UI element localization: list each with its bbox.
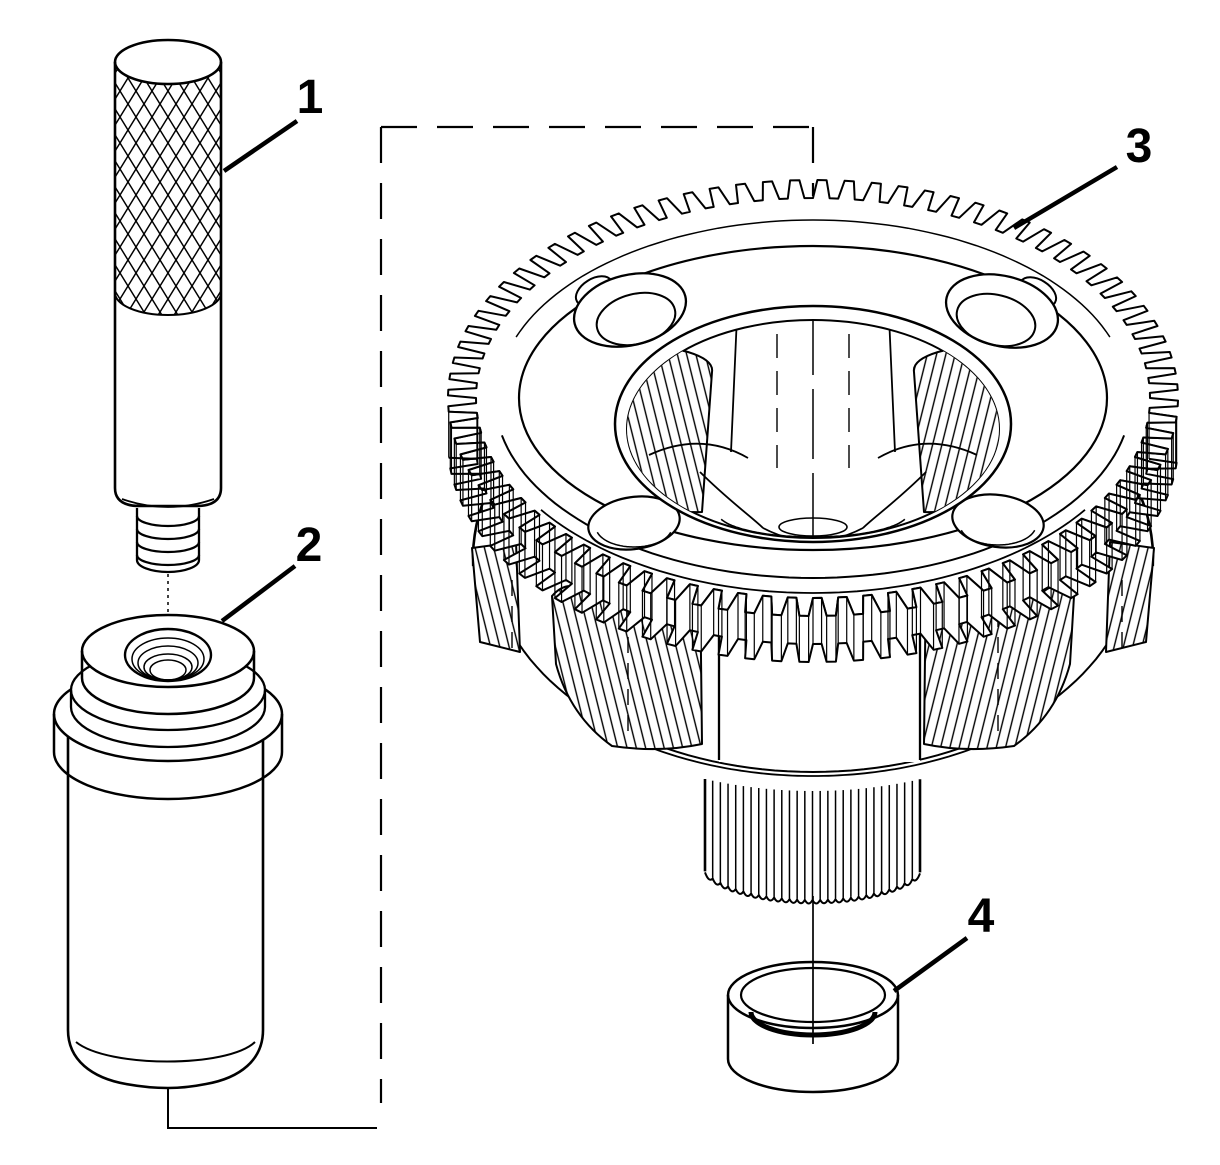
threaded-tip [135, 508, 201, 574]
callout-label-3: 3 [1126, 120, 1153, 173]
adapter-collar-sides [52, 714, 284, 752]
adapter-step-sides [69, 690, 267, 707]
knurled-handle-tool-drawing [113, 38, 223, 675]
carrier-flange [500, 219, 1126, 594]
adapter-boss-sides [80, 651, 256, 678]
adapter-step-bottom [69, 706, 267, 749]
planetary-carrier-ring-gear-drawing [447, 179, 1179, 905]
flange-keyhole-bolt-hole [944, 273, 1060, 349]
knurl-texture [115, 62, 221, 315]
driver-adapter-tool-drawing [52, 613, 284, 1090]
callout-leader-4 [892, 936, 969, 993]
callout-label-2: 2 [296, 519, 323, 572]
handle-bottom-edge [121, 498, 215, 508]
adapter-bottom-chamfer [75, 1041, 256, 1063]
adapter-collar-bottom [52, 751, 284, 801]
callout-leader-1 [222, 119, 299, 173]
callouts: 1 2 3 4 [220, 71, 1153, 993]
splined-shaft [703, 778, 922, 905]
callout-label-4: 4 [968, 890, 995, 943]
planet-gear-far-right [1105, 541, 1155, 653]
adapter-bottom-edge [66, 1029, 265, 1090]
ring-sides [726, 995, 900, 1059]
flange-keyhole-bolt-hole [572, 272, 688, 348]
bearing-cup-ring-drawing [726, 896, 900, 1094]
alignment-dashed-boundary [167, 125, 815, 1129]
adapter-boss-bottom [80, 677, 256, 716]
flange-bolt-hole [951, 493, 1045, 549]
ring-gear-front-teeth [448, 410, 1178, 663]
carrier-central-opening [613, 304, 1013, 544]
sun-gear-bore-contours [648, 442, 978, 538]
adapter-threaded-hole [123, 627, 213, 683]
callout-label-1: 1 [297, 71, 324, 124]
callout-leader-2 [220, 564, 297, 623]
callout-leader-3 [1012, 165, 1119, 230]
adapter-body-sides [66, 735, 265, 1030]
flange-bolt-hole [587, 495, 681, 551]
handle-body-outline [113, 62, 223, 508]
adapter-body-fill [68, 735, 263, 1088]
adapter-alignment-connector-line [167, 1087, 377, 1129]
handle-top-face [113, 38, 223, 86]
ring-bottom-edge [726, 1058, 900, 1094]
knurl-bottom-edge [114, 292, 222, 316]
